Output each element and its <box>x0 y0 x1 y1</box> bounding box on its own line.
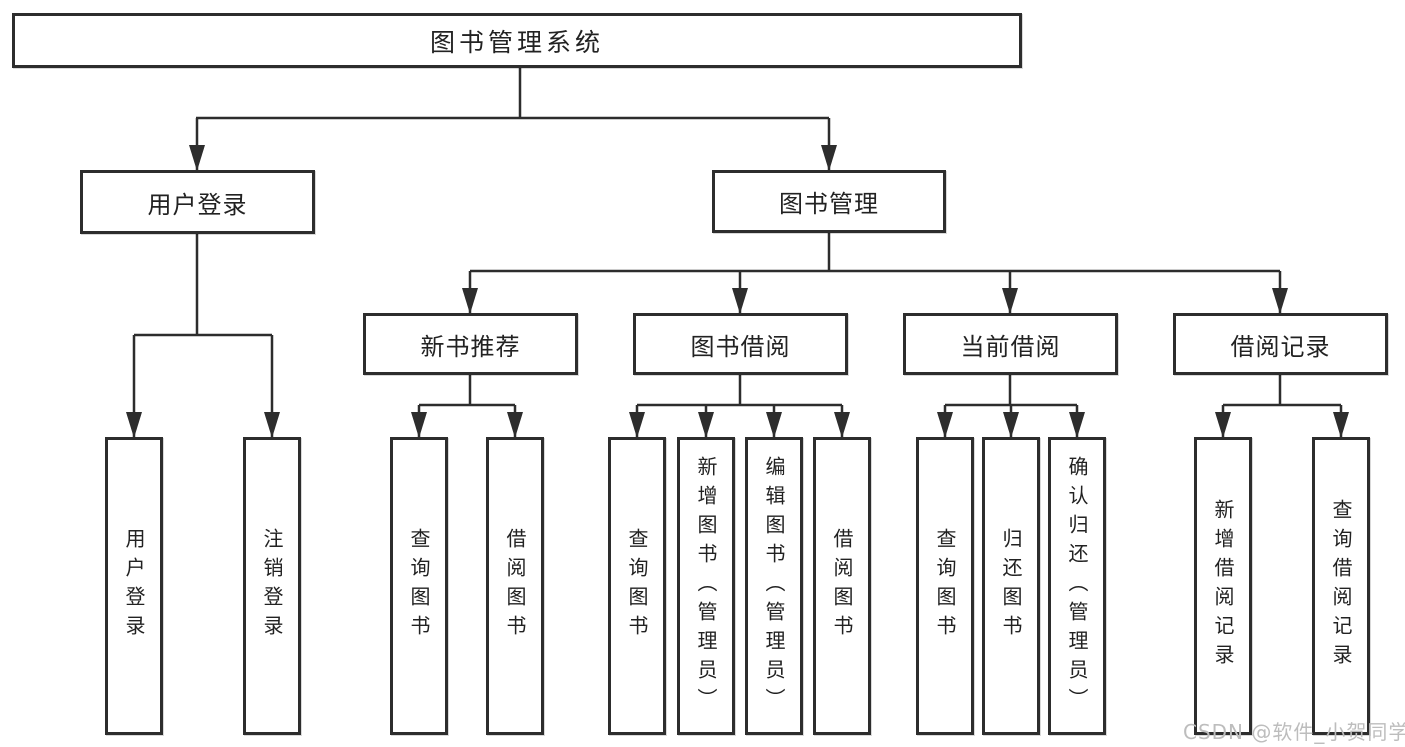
node-label: 图书管理系统 <box>429 27 604 57</box>
node-label: 借阅记录 <box>1230 332 1331 361</box>
node-label: 用户登录 <box>147 190 248 219</box>
node-label: 新书推荐 <box>420 332 521 361</box>
leaf-edit-books-admin: 编辑图书（管理员） <box>745 437 803 735</box>
node-book-management: 图书管理 <box>712 170 946 233</box>
leaf-user-login: 用户登录 <box>105 437 163 735</box>
leaf-query-books-1: 查询图书 <box>390 437 448 735</box>
leaf-borrow-books-2: 借阅图书 <box>813 437 871 735</box>
leaf-borrow-books-1: 借阅图书 <box>486 437 544 735</box>
node-current-borrow: 当前借阅 <box>903 313 1118 375</box>
leaf-return-books: 归还图书 <box>982 437 1040 735</box>
node-label: 当前借阅 <box>960 332 1061 361</box>
leaf-query-books-3: 查询图书 <box>916 437 974 735</box>
node-label: 图书管理 <box>779 190 879 218</box>
leaf-query-books-2: 查询图书 <box>608 437 666 735</box>
node-book-borrow: 图书借阅 <box>633 313 848 375</box>
leaf-add-borrow-record: 新增借阅记录 <box>1194 437 1252 735</box>
leaf-logout: 注销登录 <box>243 437 301 735</box>
node-library-management-system: 图书管理系统 <box>12 13 1022 68</box>
node-label: 图书借阅 <box>690 332 791 361</box>
node-new-book-recommend: 新书推荐 <box>363 313 578 375</box>
leaf-add-books-admin: 新增图书（管理员） <box>677 437 735 735</box>
node-borrow-record: 借阅记录 <box>1173 313 1388 375</box>
node-user-login: 用户登录 <box>80 170 315 234</box>
leaf-query-borrow-record: 查询借阅记录 <box>1312 437 1370 735</box>
leaf-confirm-return-admin: 确认归还（管理员） <box>1048 437 1106 735</box>
csdn-watermark: CSDN @软件_小贺同学 <box>1183 720 1405 744</box>
